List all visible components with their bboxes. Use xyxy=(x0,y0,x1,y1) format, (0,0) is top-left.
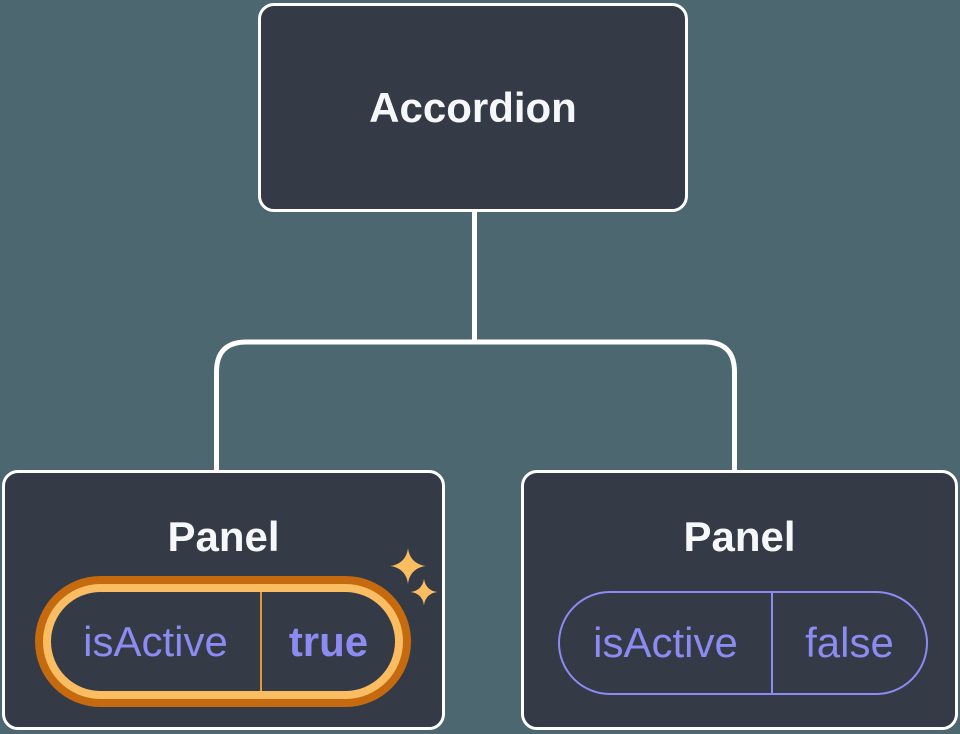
node-title: Panel xyxy=(167,513,280,560)
state-pill-inner-ring: isActive true xyxy=(43,584,403,699)
sparkles-icon xyxy=(390,548,438,606)
sparkle-star-small xyxy=(410,578,438,606)
state-value: false xyxy=(805,619,894,666)
state-pill-inactive: isActive false xyxy=(558,591,928,695)
tree-node-panel-inactive: Panel isActive false xyxy=(521,470,958,730)
node-title: Panel xyxy=(683,513,796,560)
state-pill-core: isActive true xyxy=(51,592,395,691)
node-title: Accordion xyxy=(369,83,577,131)
state-value: true xyxy=(288,617,369,665)
connector-branch xyxy=(214,339,737,472)
state-pill-active: isActive true xyxy=(35,576,411,707)
state-key: isActive xyxy=(560,593,773,693)
tree-node-panel-active: Panel isActive true xyxy=(2,470,445,730)
tree-node-accordion: Accordion xyxy=(258,3,688,212)
sparkle-star-large xyxy=(390,548,426,584)
state-key: isActive xyxy=(51,592,262,691)
